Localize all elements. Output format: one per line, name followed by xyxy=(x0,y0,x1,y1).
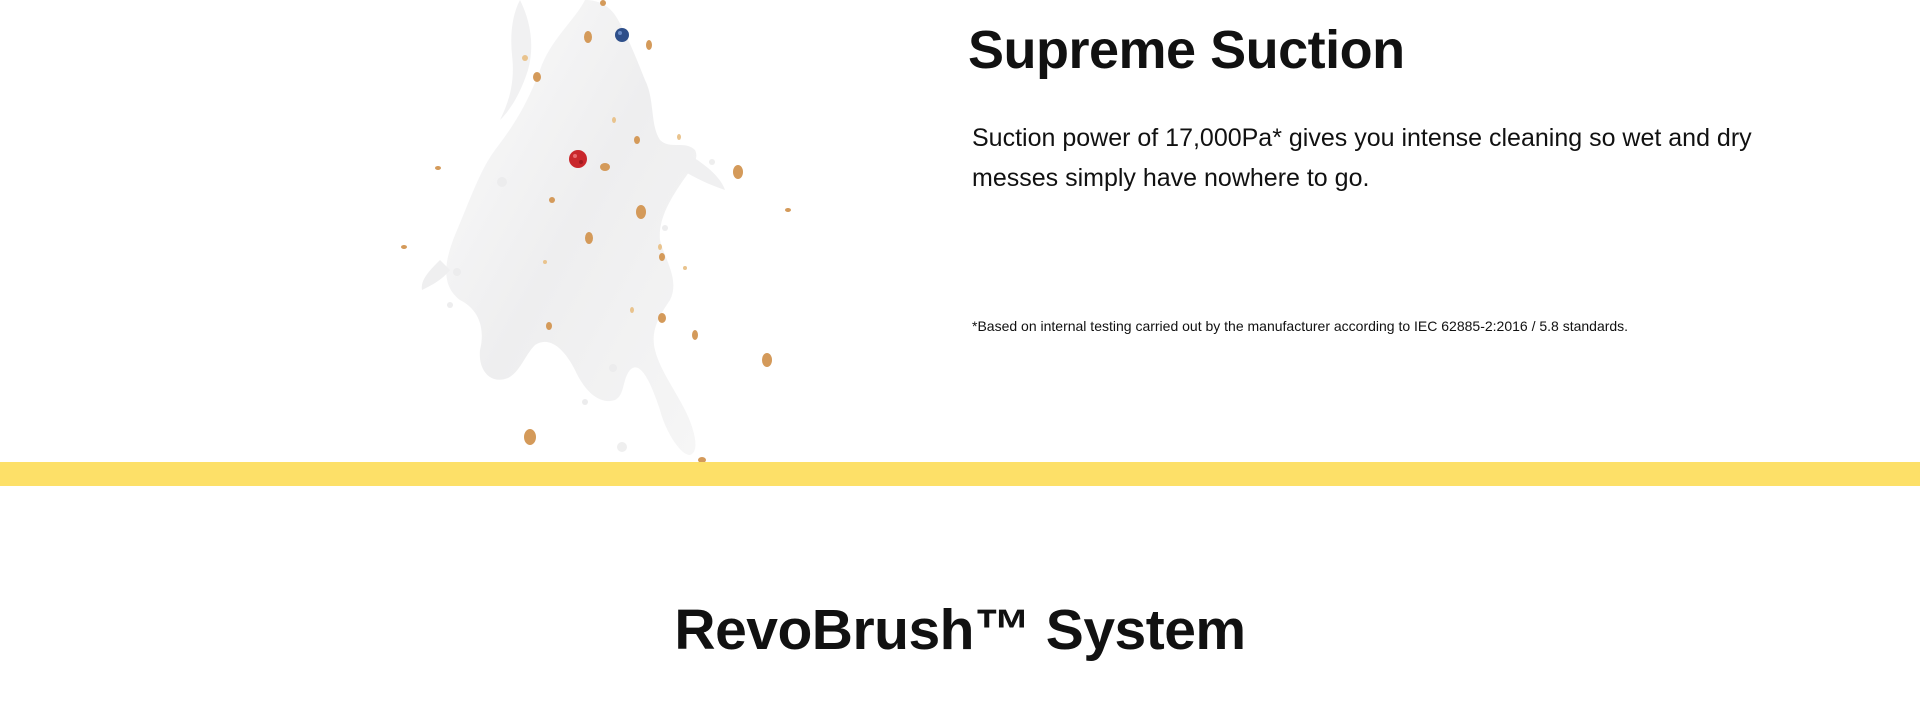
feature-footnote: *Based on internal testing carried out b… xyxy=(972,318,1629,334)
feature-title: Supreme Suction xyxy=(968,20,1405,80)
milk-splash-image xyxy=(401,0,791,462)
feature-text-block: Supreme Suction Suction power of 17,000P… xyxy=(968,18,1788,336)
revobrush-section: RevoBrush™ System xyxy=(0,486,1920,702)
feature-description: Suction power of 17,000Pa* gives you int… xyxy=(972,124,1752,192)
yellow-divider-band xyxy=(0,462,1920,486)
revobrush-title: RevoBrush™ System xyxy=(674,598,1246,662)
supreme-suction-section: Supreme Suction Suction power of 17,000P… xyxy=(401,0,1788,462)
